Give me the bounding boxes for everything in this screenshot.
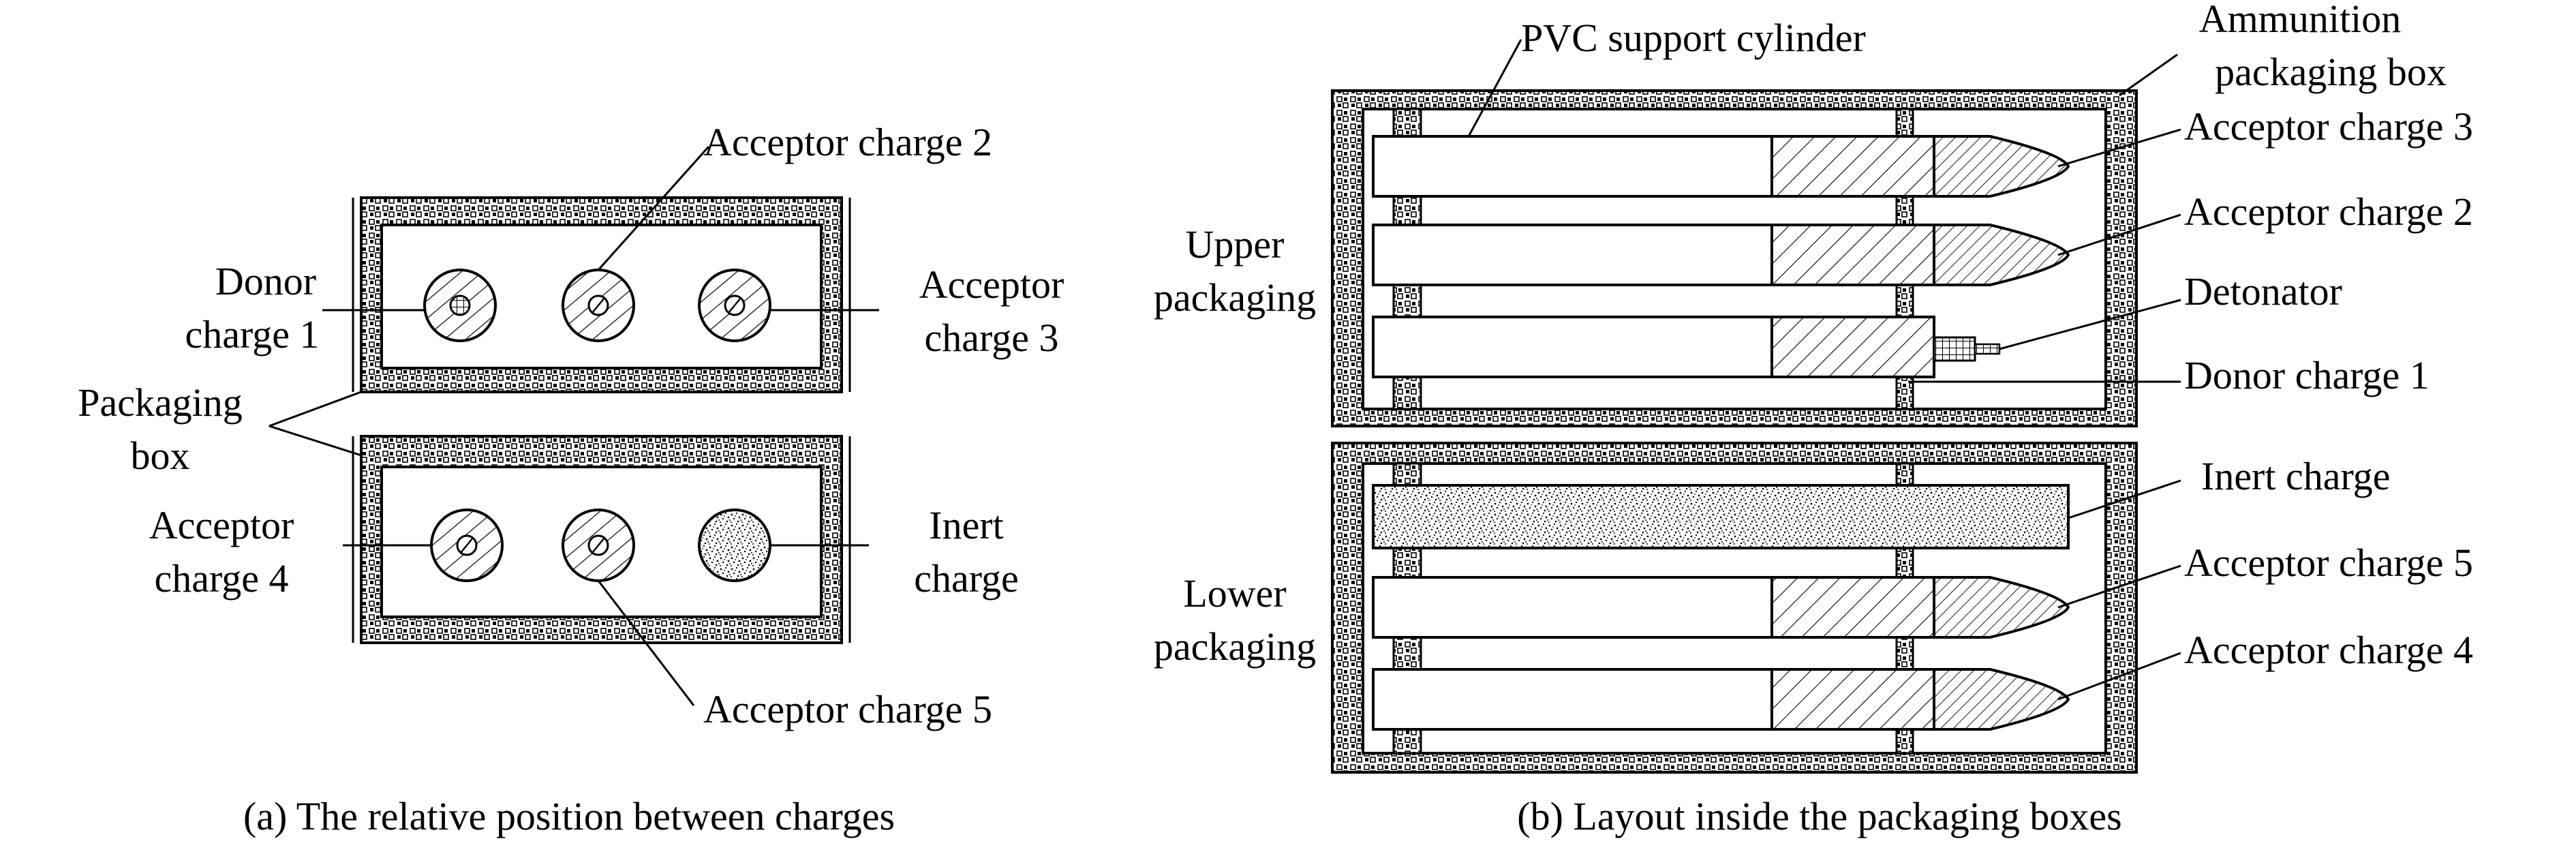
- acceptor-charge-3-circle: [698, 269, 771, 342]
- caption-panel-b: (b) Layout inside the packaging boxes: [1517, 794, 2121, 838]
- label-donor-charge-1-line2: charge 1: [185, 312, 320, 356]
- panel-a: Donor charge 1 Acceptor charge 2 Accepto…: [78, 120, 1064, 838]
- acceptor-charge-4-row: [1372, 668, 2070, 731]
- panel-b-leader-lines: [1467, 39, 2181, 701]
- acceptor-charge-4-circle: [430, 509, 504, 582]
- caption-panel-a: (a) The relative position between charge…: [243, 794, 895, 838]
- donor-charge-1-circle: [423, 269, 497, 342]
- acceptor-charge-2-row: [1372, 224, 2070, 286]
- label-pvc-support-cylinder: PVC support cylinder: [1521, 16, 1866, 60]
- label-packaging-box-line1: Packaging: [78, 380, 243, 425]
- panel-b: PVC support cylinder Ammunition packagin…: [1154, 0, 2473, 838]
- label-acceptor-charge-3-line1: Acceptor: [919, 262, 1064, 307]
- inert-charge-row: [1372, 484, 2070, 549]
- label-acceptor-charge-4-b: Acceptor charge 4: [2184, 628, 2473, 672]
- label-acceptor-charge-4-line2: charge 4: [155, 556, 289, 601]
- label-upper-packaging-line2: packaging: [1154, 275, 1316, 320]
- panel-a-leader-lines: [269, 145, 879, 706]
- label-acceptor-charge-5: Acceptor charge 5: [703, 687, 992, 731]
- upper-packaging-box-a: [352, 196, 851, 393]
- label-donor-charge-1-b: Donor charge 1: [2184, 353, 2429, 397]
- label-acceptor-charge-3-b: Acceptor charge 3: [2184, 104, 2473, 149]
- label-detonator: Detonator: [2184, 269, 2342, 314]
- label-lower-packaging-line1: Lower: [1183, 571, 1286, 616]
- label-acceptor-charge-2-b: Acceptor charge 2: [2184, 189, 2473, 234]
- label-inert-charge-line1: Inert: [929, 503, 1004, 547]
- acceptor-charge-2-circle: [562, 269, 635, 342]
- acceptor-charge-3-row: [1372, 135, 2070, 198]
- label-ammunition-packaging-box-line2: packaging box: [2215, 50, 2447, 94]
- label-ammunition-packaging-box-line1: Ammunition: [2199, 0, 2401, 41]
- label-acceptor-charge-2: Acceptor charge 2: [703, 120, 992, 164]
- label-lower-packaging-line2: packaging: [1154, 624, 1316, 669]
- inert-charge-circle: [698, 509, 771, 582]
- detonator: [1933, 336, 2001, 362]
- label-upper-packaging-line1: Upper: [1186, 222, 1285, 267]
- label-donor-charge-1-line1: Donor: [215, 259, 316, 303]
- label-packaging-box-line2: box: [131, 434, 190, 478]
- lower-packaging-box-a: [352, 435, 851, 644]
- label-inert-charge-line2: charge: [914, 556, 1019, 601]
- label-acceptor-charge-3-line2: charge 3: [925, 316, 1059, 360]
- acceptor-charge-5-row: [1372, 576, 2070, 639]
- label-inert-charge-b: Inert charge: [2201, 454, 2390, 498]
- acceptor-charge-5-circle: [562, 509, 635, 582]
- label-acceptor-charge-5-b: Acceptor charge 5: [2184, 541, 2473, 585]
- donor-charge-1-row: [1372, 316, 1935, 378]
- label-acceptor-charge-4-line1: Acceptor: [149, 503, 294, 547]
